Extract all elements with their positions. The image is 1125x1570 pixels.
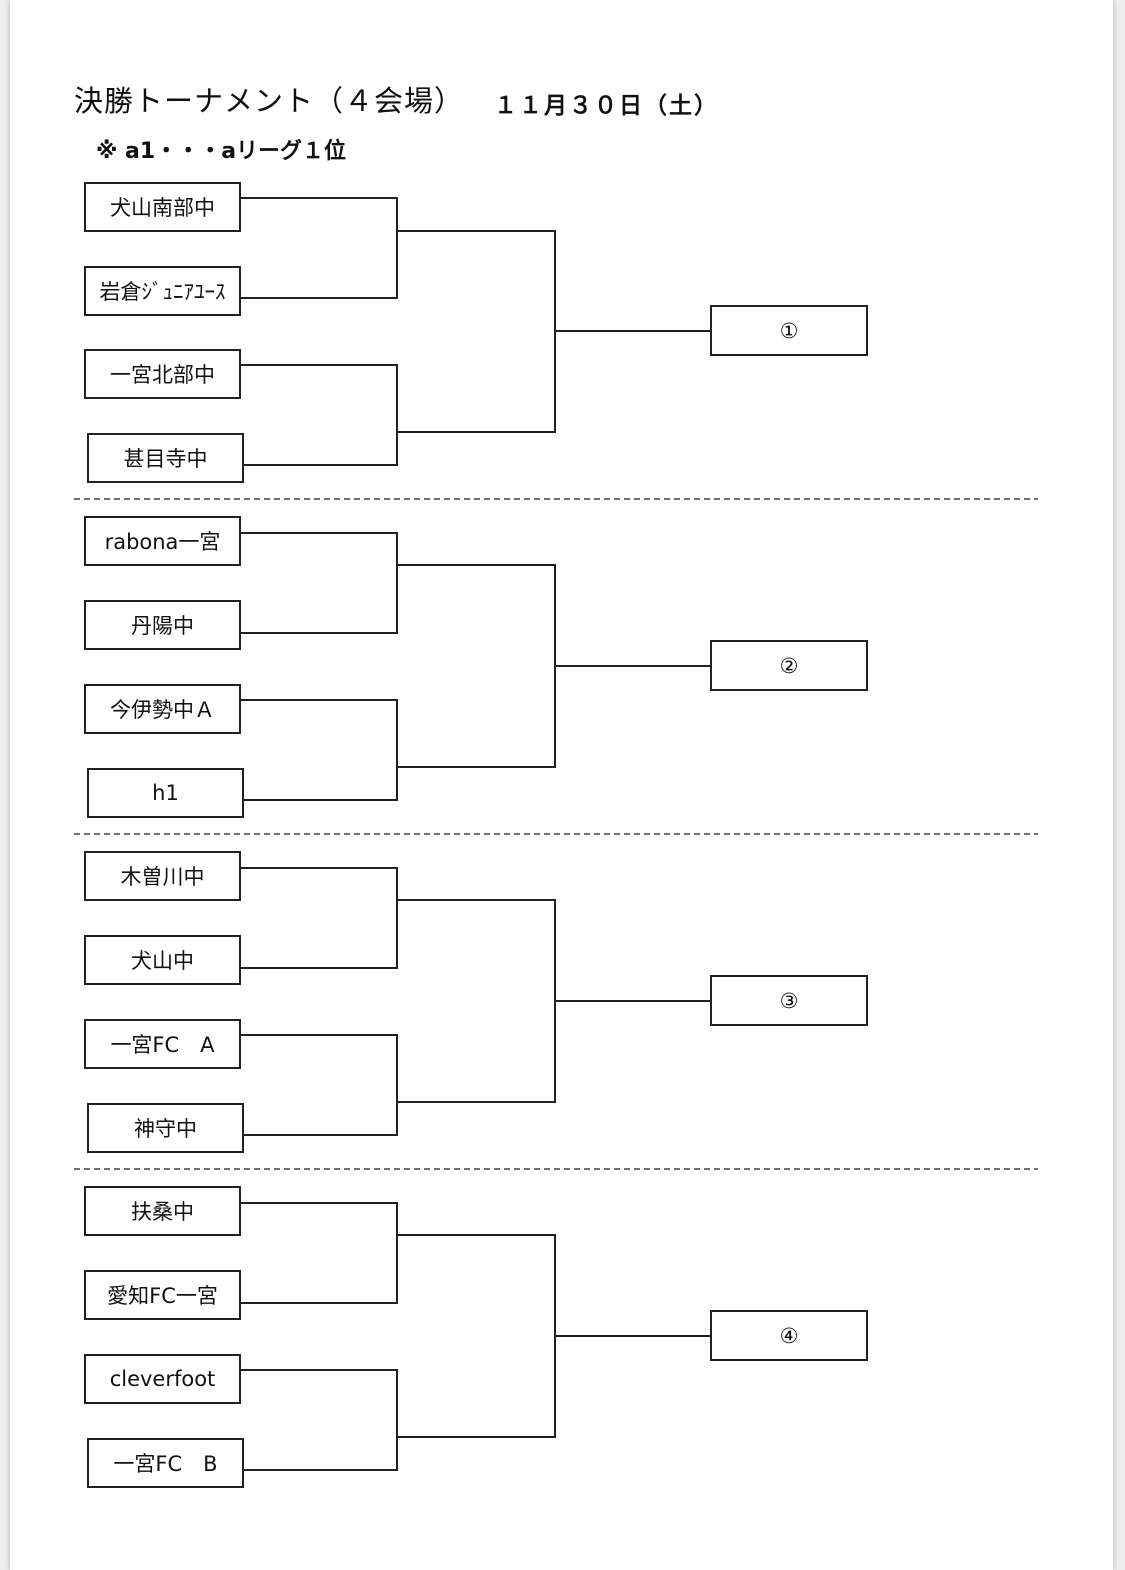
bracket-line xyxy=(240,1202,398,1304)
team-box: h1 xyxy=(87,768,244,818)
event-date: １１月３０日（土） xyxy=(494,93,719,119)
result-box: ① xyxy=(710,305,868,356)
bracket-line xyxy=(240,1369,398,1471)
team-box: 愛知FC一宮 xyxy=(84,1270,241,1320)
team-box: 木曽川中 xyxy=(84,851,241,901)
bracket-line xyxy=(240,532,398,634)
result-box: ③ xyxy=(710,975,868,1026)
team-box: 神守中 xyxy=(87,1103,244,1153)
bracket-line xyxy=(397,899,556,1103)
team-box: 扶桑中 xyxy=(84,1186,241,1236)
team-box: 甚目寺中 xyxy=(87,433,244,483)
team-box: 一宮FC B xyxy=(87,1438,244,1488)
bracket-line xyxy=(240,867,398,969)
bracket-line xyxy=(240,197,398,299)
team-box: 犬山中 xyxy=(84,935,241,985)
bracket-line xyxy=(397,1234,556,1438)
team-box: 一宮FC A xyxy=(84,1019,241,1069)
bracket-line xyxy=(240,1034,398,1136)
team-box: rabona一宮 xyxy=(84,516,241,566)
bracket-line xyxy=(240,364,398,466)
team-box: 丹陽中 xyxy=(84,600,241,650)
result-box: ④ xyxy=(710,1310,868,1361)
legend-note: ※ a1・・・aリーグ１位 xyxy=(96,139,347,164)
bracket-line xyxy=(240,699,398,801)
team-box: 今伊勢中Ａ xyxy=(84,684,241,734)
team-box: 岩倉ｼﾞｭﾆｱﾕｰｽ xyxy=(84,266,241,316)
team-box: 犬山南部中 xyxy=(84,182,241,232)
bracket-line xyxy=(397,230,556,433)
page-title: 決勝トーナメント（４会場） xyxy=(74,84,465,118)
team-box: cleverfoot xyxy=(84,1354,241,1404)
bracket-line xyxy=(397,564,556,768)
team-box: 一宮北部中 xyxy=(84,349,241,399)
result-box: ② xyxy=(710,640,868,691)
